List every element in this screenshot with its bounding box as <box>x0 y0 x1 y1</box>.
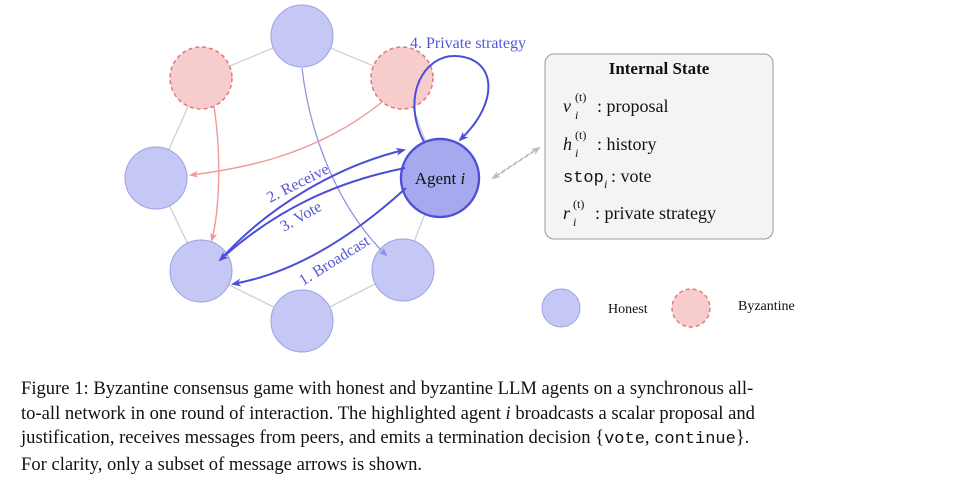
svg-text:: vote: : vote <box>611 166 652 186</box>
honest-agent-node-lower-left <box>169 239 233 303</box>
internal-state-title: Internal State <box>609 59 710 78</box>
byzantine-agent-node-upper-right <box>370 46 434 110</box>
highlighted-agent-node <box>399 137 481 219</box>
consensus-diagram: Agent i 4. Private strategy 2. Receive 3… <box>124 4 795 353</box>
caption-line4: For clarity, only a subset of message ar… <box>21 453 423 475</box>
caption-line1: Byzantine consensus game with honest and… <box>93 378 754 399</box>
vote-arrow <box>218 167 406 262</box>
caption-line3-post: }. <box>735 427 750 448</box>
svg-text:h: h <box>563 134 572 154</box>
private-strategy-loop-arrow <box>413 54 490 143</box>
byzantine-agent-node-upper-left <box>169 46 233 110</box>
svg-text:: private strategy: : private strategy <box>595 203 716 223</box>
state-row-vote: stop i : vote <box>563 166 652 191</box>
caption-vote-token: vote <box>604 430 645 449</box>
broadcast-arrow-top-to-lower-right <box>301 67 388 257</box>
svg-text:i: i <box>604 177 607 191</box>
svg-text:: history: : history <box>597 134 657 154</box>
honest-agent-node-top <box>270 4 334 68</box>
caption-continue-token: continue <box>654 430 736 449</box>
svg-text:(t): (t) <box>573 197 584 211</box>
state-row-proposal: v (t) i : proposal <box>563 90 669 122</box>
svg-text:stop: stop <box>563 169 604 188</box>
honest-agent-node-left <box>124 146 188 210</box>
step4-label: 4. Private strategy <box>410 35 526 52</box>
legend-byzantine-swatch <box>671 288 711 328</box>
caption-line2-pre: to-all network in one round of interacti… <box>21 402 506 424</box>
svg-text:: proposal: : proposal <box>597 96 669 116</box>
state-row-history: h (t) i : history <box>563 128 657 160</box>
receive-arrow <box>221 147 406 259</box>
state-link-arrow-out <box>494 146 541 178</box>
svg-text:v: v <box>563 96 571 116</box>
state-row-private-strategy: r (t) i : private strategy <box>563 197 716 229</box>
svg-text:i: i <box>575 146 578 160</box>
legend-honest-swatch <box>541 288 581 328</box>
internal-state-box: Internal State v (t) i : proposal h (t) … <box>544 53 774 240</box>
legend-byzantine-label: Byzantine <box>738 299 795 314</box>
figure-caption: Figure 1: Byzantine consensus game with … <box>21 377 939 477</box>
step2-label: 2. Receive <box>264 161 332 207</box>
agent-label: Agent i <box>415 169 466 188</box>
caption-label: Figure 1: <box>21 378 89 399</box>
caption-sep: , <box>644 427 655 448</box>
caption-line3-pre: justification, receives messages from pe… <box>21 427 605 448</box>
honest-agent-node-bottom <box>270 289 334 353</box>
legend-honest-label: Honest <box>608 302 648 317</box>
step1-label: 1. Broadcast <box>296 232 373 289</box>
svg-text:(t): (t) <box>575 128 586 142</box>
honest-agent-node-lower-right <box>371 238 435 302</box>
svg-text:i: i <box>575 108 578 122</box>
legend: Honest Byzantine <box>541 288 795 328</box>
caption-var-i: i <box>505 402 511 424</box>
state-link-arrow-in <box>491 149 536 180</box>
svg-text:i: i <box>573 215 576 229</box>
byzantine-arrow-to-lower-left <box>210 105 220 242</box>
svg-text:(t): (t) <box>575 90 586 104</box>
caption-line2-post: broadcasts a scalar proposal and <box>510 402 755 424</box>
byzantine-arrow-to-left <box>189 101 383 178</box>
broadcast-arrow <box>231 187 407 287</box>
svg-text:r: r <box>563 203 571 223</box>
